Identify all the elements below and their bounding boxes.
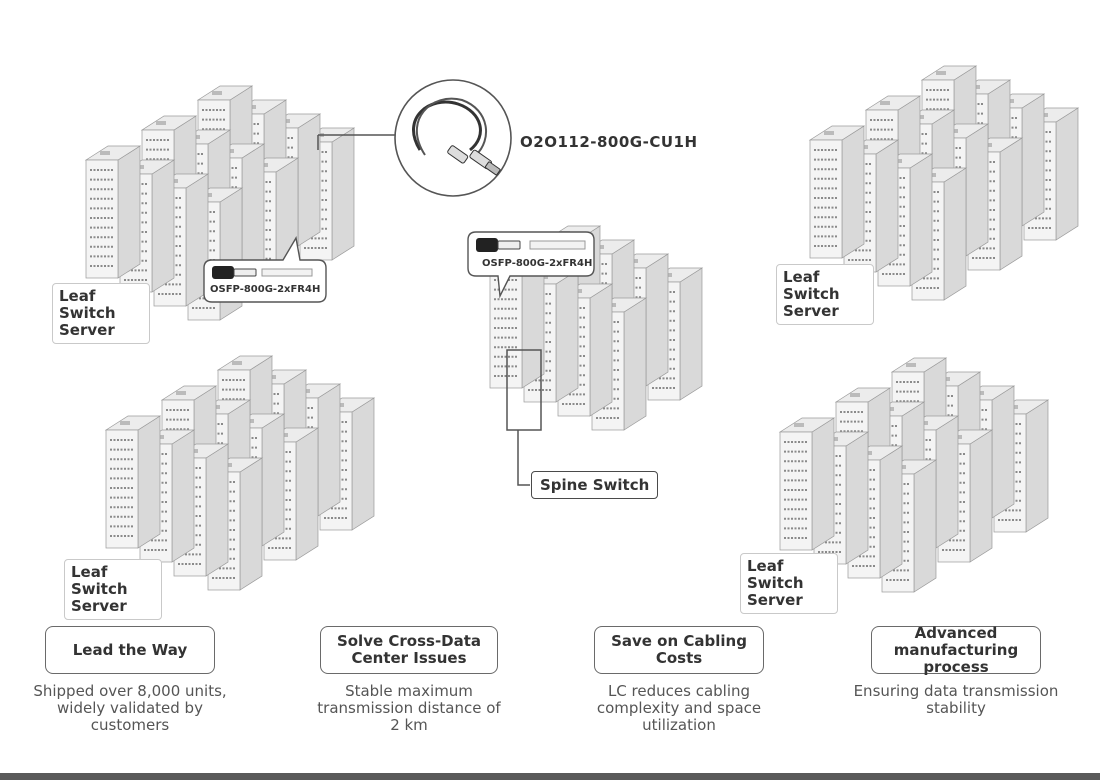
spine-switch-leader bbox=[517, 430, 530, 486]
module-label-left: OSFP-800G-2xFR4H bbox=[210, 284, 321, 295]
transceiver-icon-left bbox=[212, 266, 234, 279]
label-line-1: Leaf Switch bbox=[59, 287, 116, 322]
server-rack bbox=[808, 125, 866, 259]
module-label-center: OSFP-800G-2xFR4H bbox=[482, 258, 593, 269]
rack-cluster-bottom-left bbox=[104, 355, 376, 591]
rack-cluster-center bbox=[488, 225, 704, 431]
feature-cross-data-center: Solve Cross-Data Center Issues Stable ma… bbox=[312, 626, 506, 734]
module-callout-center bbox=[467, 231, 595, 299]
feature-title: Advanced manufacturing process bbox=[871, 624, 1041, 675]
server-rack bbox=[778, 417, 836, 551]
feature-lead-the-way: Lead the Way Shipped over 8,000 units, w… bbox=[30, 626, 230, 734]
transceiver-icon-center bbox=[476, 238, 498, 252]
rack-cluster-top-right bbox=[808, 65, 1080, 301]
feature-description: Ensuring data transmission stability bbox=[853, 682, 1059, 717]
label-line-1: Leaf Switch bbox=[783, 268, 840, 303]
server-rack bbox=[84, 145, 142, 279]
dac-cable-icon bbox=[412, 97, 501, 176]
label-line-2: Server bbox=[783, 302, 839, 320]
spine-switch-highlight bbox=[506, 349, 542, 431]
label-line-1: Leaf Switch bbox=[71, 563, 128, 598]
feature-description: LC reduces cabling complexity and space … bbox=[596, 682, 762, 734]
feature-title: Lead the Way bbox=[45, 626, 215, 674]
feature-description: Shipped over 8,000 units, widely validat… bbox=[33, 682, 227, 734]
label-line-1: Leaf Switch bbox=[747, 557, 804, 592]
label-leaf-bottom-right: Leaf Switch Server bbox=[740, 553, 838, 614]
feature-cabling-costs: Save on Cabling Costs LC reduces cabling… bbox=[586, 626, 772, 734]
label-leaf-top-right: Leaf Switch Server bbox=[776, 264, 874, 325]
label-spine-switch: Spine Switch bbox=[531, 471, 659, 499]
label-line-2: Server bbox=[747, 591, 803, 609]
module-callout-left bbox=[203, 236, 327, 303]
cable-part-number: O2O112-800G-CU1H bbox=[520, 133, 698, 151]
footer-bar bbox=[0, 773, 1100, 780]
label-line-2: Server bbox=[59, 321, 115, 339]
label-leaf-bottom-left: Leaf Switch Server bbox=[64, 559, 162, 620]
label-line-2: Server bbox=[71, 597, 127, 615]
server-rack bbox=[104, 415, 162, 549]
cable-callout-circle bbox=[394, 79, 512, 197]
feature-manufacturing: Advanced manufacturing process Ensuring … bbox=[846, 624, 1066, 717]
feature-title: Save on Cabling Costs bbox=[594, 626, 764, 674]
rack-cluster-bottom-right bbox=[778, 357, 1050, 593]
feature-description: Stable maximum transmission distance of … bbox=[317, 682, 501, 734]
label-leaf-top-left: Leaf Switch Server bbox=[52, 283, 150, 344]
feature-title: Solve Cross-Data Center Issues bbox=[320, 626, 498, 674]
